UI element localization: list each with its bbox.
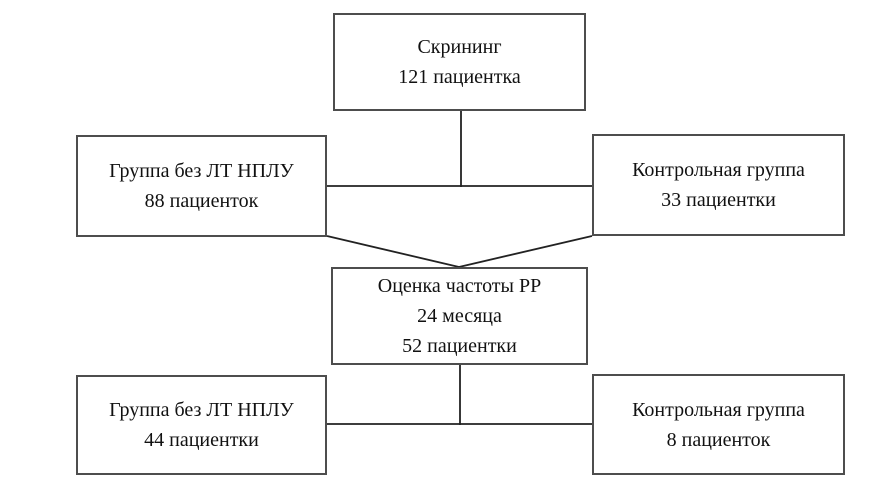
- node-group-no-rt-2-count: 44 пациентки: [144, 429, 259, 451]
- node-control-1-count: 33 пациентки: [661, 189, 776, 211]
- node-screening-title: Скрининг: [417, 36, 502, 58]
- node-group-no-rt-1-count: 88 пациенток: [144, 190, 259, 212]
- node-group-no-rt-1: Группа без ЛТ НПЛУ 88 пациенток: [76, 135, 327, 237]
- node-screening: Скрининг 121 пациентка: [333, 13, 586, 111]
- node-group-no-rt-2: Группа без ЛТ НПЛУ 44 пациентки: [76, 375, 327, 475]
- node-assessment-duration: 24 месяца: [417, 305, 502, 327]
- node-control-2-count: 8 пациенток: [666, 428, 771, 451]
- edge-left-to-assessment: [326, 235, 460, 268]
- node-control-1: Контрольная группа 33 пациентки: [592, 134, 845, 236]
- node-group-no-rt-1-title: Группа без ЛТ НПЛУ: [109, 160, 294, 182]
- node-control-2: Контрольная группа 8 пациенток: [592, 374, 845, 475]
- node-assessment-count: 52 пациентки: [402, 335, 517, 357]
- node-assessment: Оценка частоты РР 24 месяца 52 пациентки: [331, 267, 588, 365]
- node-group-no-rt-2-title: Группа без ЛТ НПЛУ: [109, 399, 294, 421]
- edge-right-to-assessment: [458, 235, 593, 268]
- node-screening-count: 121 пациентка: [398, 66, 521, 88]
- node-control-2-title: Контрольная группа: [632, 398, 805, 421]
- node-assessment-title: Оценка частоты РР: [377, 275, 542, 297]
- node-control-1-title: Контрольная группа: [632, 159, 805, 181]
